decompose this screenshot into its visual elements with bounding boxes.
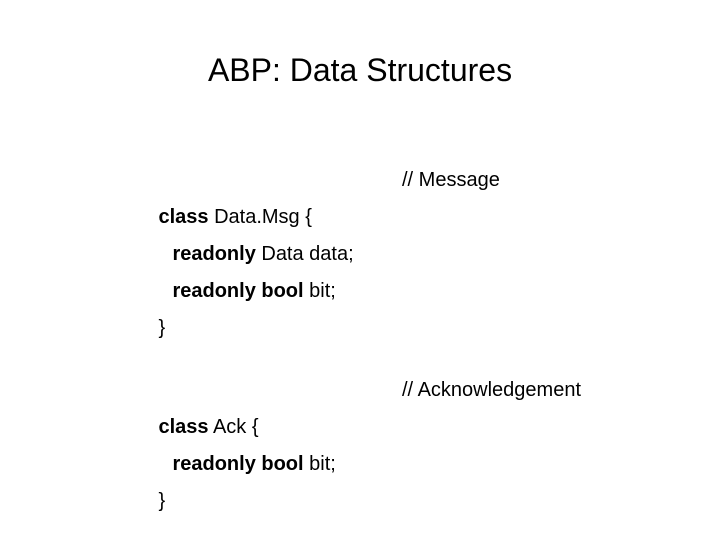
code-listing: class Data.Msg { // Message readonly Dat…: [114, 162, 674, 512]
code-line: readonly Data data;: [114, 199, 674, 265]
code-text: Data.Msg {: [208, 206, 312, 228]
code-comment: // Message: [402, 169, 500, 191]
code-text: bit;: [303, 280, 336, 302]
code-text: }: [158, 490, 166, 512]
code-line: class Data.Msg { // Message: [114, 162, 674, 228]
code-text: bit;: [303, 453, 336, 475]
code-line: }: [114, 446, 674, 512]
page-title: ABP: Data Structures: [207, 52, 513, 88]
code-line: }: [114, 273, 674, 339]
code-text: }: [158, 317, 166, 339]
code-text: Data data;: [255, 243, 354, 265]
code-keyword: readonly bool: [172, 453, 304, 475]
code-block-data-msg: class Data.Msg { // Message readonly Dat…: [114, 162, 674, 339]
code-comment: // Acknowledgement: [402, 379, 581, 401]
code-keyword: class: [158, 206, 209, 228]
code-keyword: readonly bool: [172, 280, 304, 302]
code-line: class Ack { // Acknowledgement: [114, 372, 674, 438]
code-keyword: class: [158, 416, 209, 438]
code-keyword: readonly: [172, 243, 256, 265]
slide-canvas: ABP: Data Structures class Data.Msg { //…: [114, 52, 674, 512]
code-line: readonly bool bit;: [114, 409, 674, 475]
code-block-ack: class Ack { // Acknowledgement readonly …: [114, 372, 674, 512]
block-separator: [114, 310, 674, 372]
code-line: readonly bool bit;: [114, 236, 674, 302]
code-text: Ack {: [208, 416, 259, 438]
